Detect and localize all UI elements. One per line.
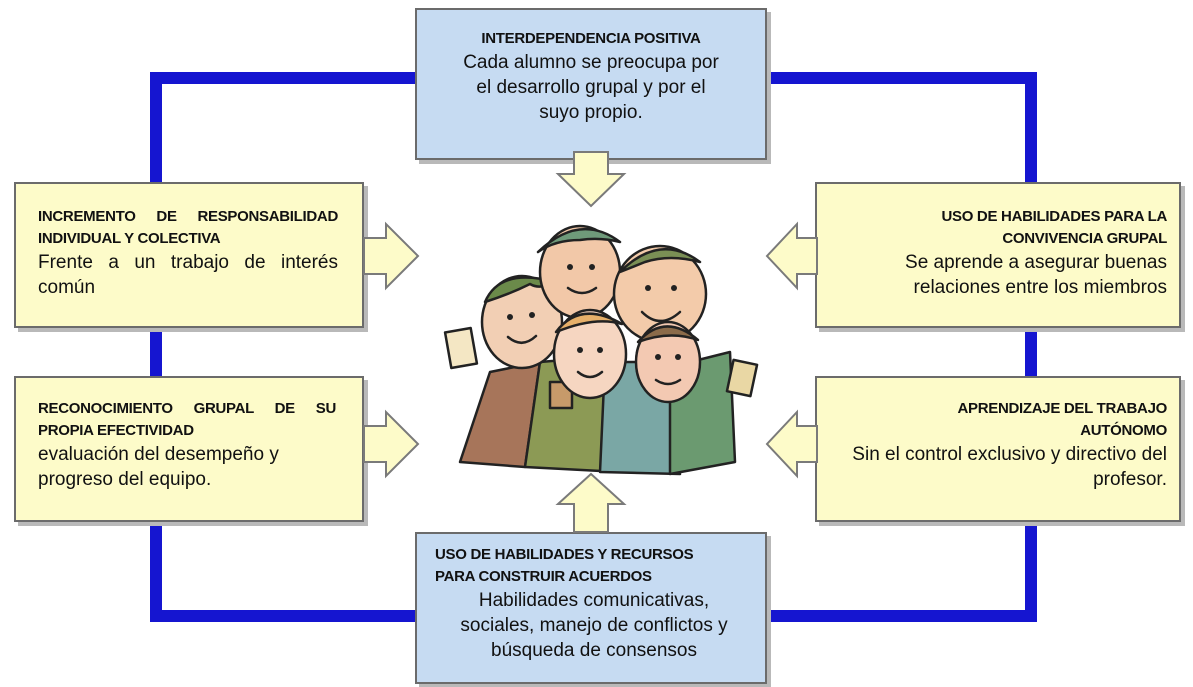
box-reconocimiento-body: evaluación del desempeño y progreso del … [38,444,279,490]
box-aprendizaje-body: Sin el control exclusivo y directivo del… [852,444,1167,490]
box-convivencia-body: Se aprende a asegurar buenas relaciones … [905,252,1167,298]
frame-top-right [765,72,1037,84]
box-aprendizaje-title: APRENDIZAJE DEL TRABAJO AUTÓNOMO [957,400,1167,439]
box-interdependencia-title: INTERDEPENDENCIA POSITIVA [481,30,701,47]
arrow-left-icon [765,409,818,479]
box-acuerdos-title: USO DE HABILIDADES Y RECURSOS PARA CONST… [435,546,694,585]
box-convivencia-title: USO DE HABILIDADES PARA LA CONVIVENCIA G… [941,208,1167,247]
frame-right-vertical [1025,72,1037,622]
frame-top-left [150,72,418,84]
box-reconocimiento-title: RECONOCIMIENTO GRUPAL DE SU PROPIA EFECT… [38,400,336,439]
arrow-left-icon [765,221,818,291]
box-reconocimiento: RECONOCIMIENTO GRUPAL DE SU PROPIA EFECT… [14,376,364,522]
group-cartoon-image [443,224,759,476]
box-interdependencia-body: Cada alumno se preocupa por el desarroll… [463,52,719,123]
box-responsabilidad: INCREMENTO DE RESPONSABILIDAD INDIVIDUAL… [14,182,364,328]
box-responsabilidad-body: Frente a un trabajo de interés común [38,252,338,298]
frame-left-vertical [150,72,162,622]
frame-bottom-left [150,610,418,622]
box-convivencia: USO DE HABILIDADES PARA LA CONVIVENCIA G… [815,182,1181,328]
arrow-down-icon [555,151,627,208]
box-aprendizaje: APRENDIZAJE DEL TRABAJO AUTÓNOMO Sin el … [815,376,1181,522]
box-acuerdos: USO DE HABILIDADES Y RECURSOS PARA CONST… [415,532,767,684]
box-responsabilidad-title: INCREMENTO DE RESPONSABILIDAD INDIVIDUAL… [38,208,338,247]
arrow-right-icon [363,409,420,479]
box-interdependencia: INTERDEPENDENCIA POSITIVA Cada alumno se… [415,8,767,160]
arrow-right-icon [363,221,420,291]
arrow-up-icon [555,472,627,533]
box-acuerdos-body: Habilidades comunicativas, sociales, man… [460,590,728,661]
frame-bottom-right [765,610,1037,622]
